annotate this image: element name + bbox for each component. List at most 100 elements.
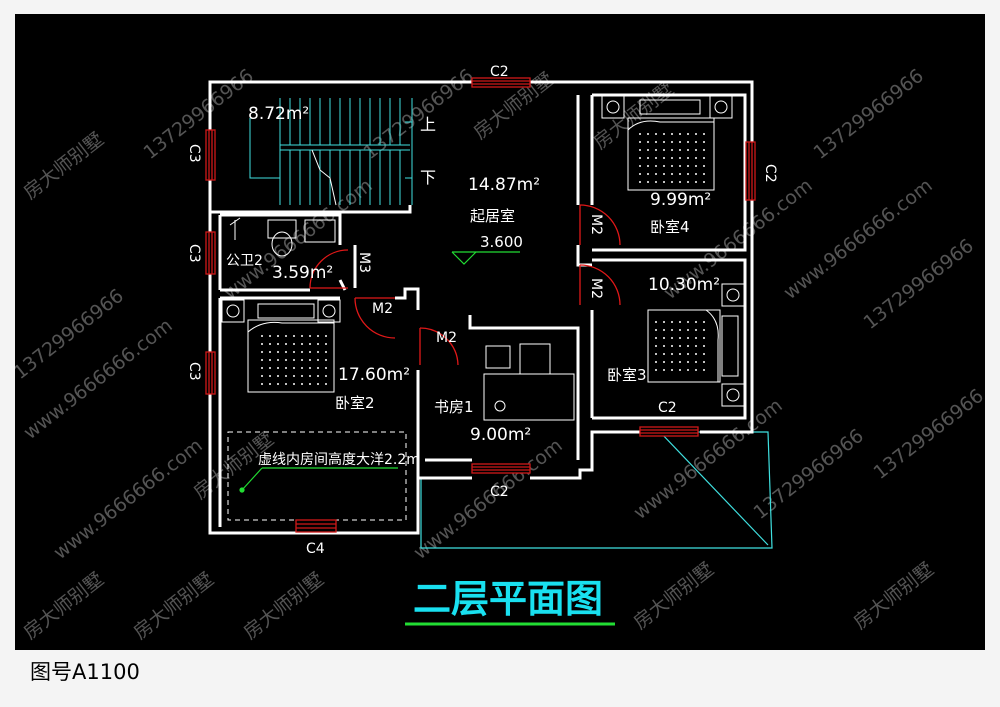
watermark-text: 房大师别墅 [130, 568, 218, 644]
bed-dot [647, 173, 649, 175]
bed-dot [679, 173, 681, 175]
bed-dot [269, 383, 271, 385]
room-area-bathroom: 3.59m² [272, 263, 333, 283]
bed-dot [655, 133, 657, 135]
bed-dot [687, 345, 689, 347]
bed-dot [285, 335, 287, 337]
bed-dot [269, 343, 271, 345]
bed-dot [325, 359, 327, 361]
room-name-bedroom3: 卧室3 [607, 366, 647, 384]
stair-treads [289, 98, 401, 205]
window-label: C4 [306, 541, 325, 557]
bed-dot [687, 133, 689, 135]
bed-dot [301, 383, 303, 385]
bed-dot [639, 173, 641, 175]
bed-dot [663, 337, 665, 339]
bed-dot [301, 359, 303, 361]
bed-dot [695, 337, 697, 339]
bed-dot [679, 149, 681, 151]
watermark-text: 13729966966 [860, 235, 978, 334]
bed-dot [679, 361, 681, 363]
bed-dot [639, 133, 641, 135]
bed-dot [293, 375, 295, 377]
room-area-study: 9.00m² [470, 425, 531, 445]
staircase [249, 98, 413, 206]
bed-dot [639, 181, 641, 183]
bed-dot [703, 321, 705, 323]
bed-dot [695, 157, 697, 159]
bed-dot [317, 351, 319, 353]
bed-dot [655, 157, 657, 159]
bed-dot [663, 369, 665, 371]
bed-dot [663, 157, 665, 159]
room-name-bathroom: 公卫2 [226, 253, 263, 269]
bed-dot [687, 353, 689, 355]
bed-dot [679, 353, 681, 355]
bed-dot [671, 329, 673, 331]
bed-dot [301, 375, 303, 377]
bed-dot [663, 181, 665, 183]
door-m2-bedroom4 [579, 204, 621, 246]
bed-dot [687, 329, 689, 331]
drawing-title: 二层平面图 [413, 577, 603, 621]
room-name-bedroom4: 卧室4 [650, 218, 690, 236]
bed-dot [285, 359, 287, 361]
bed-dot [285, 383, 287, 385]
bed-dot [679, 329, 681, 331]
bed-dot [679, 157, 681, 159]
bed-dot [695, 181, 697, 183]
bed-dot [671, 353, 673, 355]
window-c2-top [471, 77, 531, 88]
bed-dot [655, 141, 657, 143]
bed-dot [663, 141, 665, 143]
bed-dot [647, 165, 649, 167]
bed-dot [703, 181, 705, 183]
bed-bedroom3 [647, 283, 745, 407]
bathroom-fixtures [229, 217, 336, 257]
bed-dot [325, 383, 327, 385]
watermark-text: www.9666666.com [410, 434, 567, 563]
room-area-living: 14.87m² [468, 175, 540, 195]
bed-dot [277, 351, 279, 353]
bed-dot [261, 335, 263, 337]
room-area-bedroom4: 9.99m² [650, 190, 711, 210]
watermark-text: www.9666666.com [20, 314, 177, 443]
note-leader [239, 467, 398, 493]
bed-dot [309, 343, 311, 345]
bed-dot [269, 351, 271, 353]
bed-dot [695, 345, 697, 347]
bed-dot [647, 149, 649, 151]
bed-dot [647, 157, 649, 159]
bed-dot [671, 165, 673, 167]
study-desk [483, 343, 575, 421]
bed-dot [695, 353, 697, 355]
bed-dot [655, 345, 657, 347]
door-m2-bedroom2 [354, 297, 396, 339]
door-m2-study [419, 327, 459, 366]
bed-dot [293, 335, 295, 337]
bed-dot [679, 141, 681, 143]
bed-dot [671, 181, 673, 183]
bed-dot [687, 321, 689, 323]
bed-dots [261, 133, 705, 385]
bed-dot [703, 337, 705, 339]
bed-dot [679, 165, 681, 167]
bed-dot [663, 133, 665, 135]
bed-dot [703, 329, 705, 331]
bed-dot [269, 359, 271, 361]
bed-dot [261, 343, 263, 345]
bed-dot [679, 133, 681, 135]
bed-dot [317, 375, 319, 377]
bed-dot [647, 141, 649, 143]
watermark-text: 房大师别墅 [20, 128, 108, 204]
bed-dot [703, 165, 705, 167]
bed-dot [325, 367, 327, 369]
bed-dot [671, 157, 673, 159]
room-elevation-living: 3.600 [480, 233, 523, 251]
bed-dot [663, 353, 665, 355]
bed-dot [277, 335, 279, 337]
door-label: M2 [588, 214, 604, 235]
bed-dot [663, 345, 665, 347]
room-area-stairs: 8.72m² [248, 104, 309, 124]
